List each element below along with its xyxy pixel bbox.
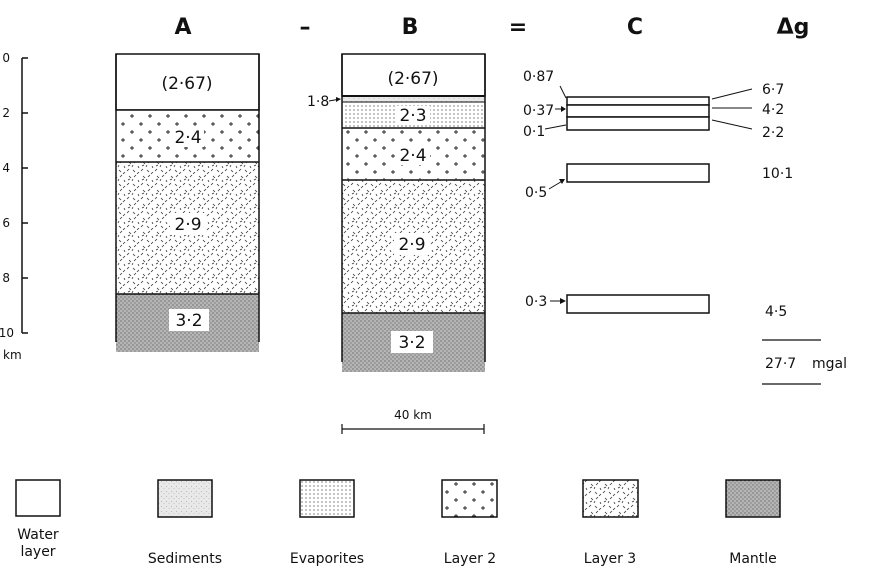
axis-unit: km: [3, 348, 22, 362]
contrast-label: 0·3: [525, 294, 547, 310]
density-label: (2·67): [387, 69, 438, 89]
tick-label: 6: [2, 216, 10, 230]
density-label: 2·3: [399, 106, 426, 126]
density-label: 3·2: [398, 333, 425, 353]
header-a: A: [174, 15, 191, 40]
density-label: (2·67): [161, 74, 212, 94]
tick-label: 8: [2, 271, 10, 285]
contrast-label: 0·1: [523, 124, 545, 140]
delta-g-value: 2·2: [762, 125, 784, 141]
column-c: 0·87 0·37 0·1 0·5 0·3: [523, 69, 709, 313]
column-b: (2·67) 2·3 2·4 2·9 3·2 1·8: [307, 54, 485, 372]
contrast-block: [567, 164, 709, 182]
delta-g-column: 6·7 4·2 2·2 10·1 4·5 27·7 mgal: [712, 82, 847, 384]
delta-g-unit: mgal: [812, 356, 847, 372]
header-b: B: [402, 15, 419, 40]
legend-swatch-layer3: [583, 480, 638, 517]
delta-g-total: 27·7: [765, 356, 796, 372]
density-label: 2·9: [174, 215, 201, 235]
delta-g-value: 4·2: [762, 102, 784, 118]
contrast-block: [567, 117, 709, 130]
legend-swatch-mantle: [726, 480, 780, 517]
density-label: 2·4: [174, 128, 201, 148]
density-label: 3·2: [175, 311, 202, 331]
legend-label: Layer 3: [584, 551, 636, 567]
legend: Water layer Sediments Evaporites Layer 2…: [16, 480, 780, 567]
delta-g-value: 6·7: [762, 82, 784, 98]
contrast-label: 0·5: [525, 185, 547, 201]
contrast-block: [567, 97, 709, 105]
legend-swatch-water: [16, 480, 60, 516]
tick-label: 4: [2, 161, 10, 175]
scale-bar-label: 40 km: [394, 408, 432, 422]
tick-label: 10: [0, 326, 14, 340]
legend-label: layer: [20, 544, 55, 560]
contrast-label: 0·37: [523, 103, 554, 119]
legend-label: Layer 2: [444, 551, 496, 567]
tick-label: 0: [2, 51, 10, 65]
density-label: 2·9: [398, 235, 425, 255]
legend-swatch-layer2: [442, 480, 497, 517]
contrast-block: [567, 105, 709, 117]
header-delta-g: Δg: [777, 15, 810, 40]
legend-label: Evaporites: [290, 551, 364, 567]
contrast-label: 0·87: [523, 69, 554, 85]
legend-label: Mantle: [729, 551, 777, 567]
delta-g-value: 4·5: [765, 304, 787, 320]
legend-label: Sediments: [148, 551, 222, 567]
scale-bar: 40 km: [342, 408, 484, 434]
density-label: 2·4: [399, 146, 426, 166]
depth-axis: 0 2 4 6 8 10 km: [0, 51, 28, 362]
header-equals: =: [509, 15, 527, 40]
header-minus: –: [300, 15, 311, 40]
header-c: C: [627, 15, 643, 40]
delta-g-value: 10·1: [762, 166, 793, 182]
legend-label: Water: [17, 527, 59, 543]
legend-swatch-sediments: [158, 480, 212, 517]
column-a: (2·67) 2·4 2·9 3·2: [116, 54, 259, 352]
contrast-block: [567, 295, 709, 313]
legend-swatch-evaporites: [300, 480, 354, 517]
sediment-thickness-label: 1·8: [307, 94, 329, 110]
tick-label: 2: [2, 106, 10, 120]
